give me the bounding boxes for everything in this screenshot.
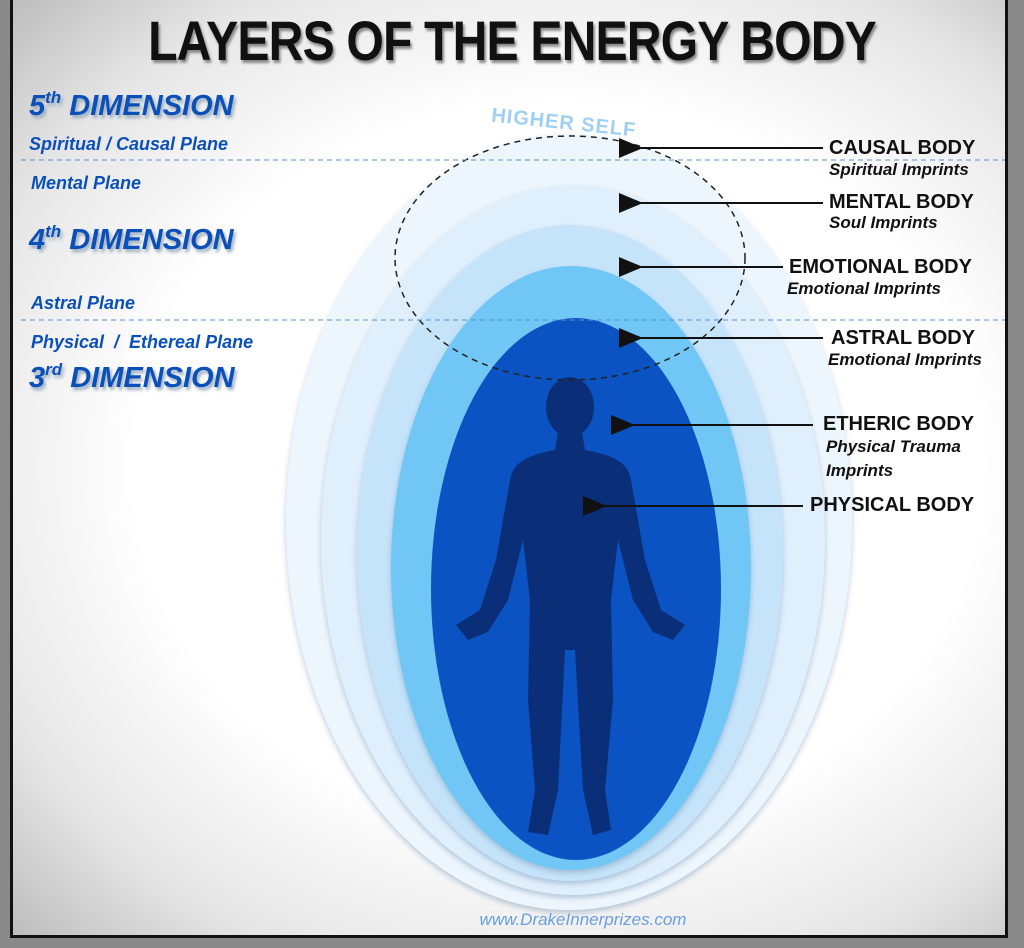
dimension-5: 5th DIMENSION — [29, 88, 234, 123]
dimension-3: 3rd DIMENSION — [29, 360, 235, 395]
website-url: www.DrakeInnerprizes.com — [479, 910, 687, 929]
etheric-body-sub2: Imprints — [826, 461, 894, 480]
mental-body-sub: Soul Imprints — [829, 213, 938, 232]
page-title: LAYERS OF THE ENERGY BODY — [148, 9, 877, 72]
mental-body-label: MENTAL BODY — [829, 191, 974, 213]
dimension-4-suffix: th — [45, 222, 62, 241]
dimension-5-number: 5 — [29, 90, 46, 122]
causal-body-label: CAUSAL BODY — [829, 137, 976, 159]
plane-mental: Mental Plane — [31, 173, 142, 193]
pointer-arrows — [583, 138, 823, 516]
emotional-body-sub: Emotional Imprints — [787, 279, 941, 298]
dimension-5-suffix: th — [45, 88, 62, 107]
dimension-3-word: DIMENSION — [70, 362, 235, 394]
dimension-4-word: DIMENSION — [69, 224, 234, 256]
plane-physical-ethereal: Physical / Ethereal Plane — [31, 332, 254, 352]
astral-body-sub: Emotional Imprints — [828, 350, 982, 369]
higher-self-circle — [394, 135, 746, 381]
human-silhouette — [456, 377, 685, 835]
diagram-canvas: LAYERS OF THE ENERGY BODY 5th DIMENSION … — [10, 0, 1008, 938]
dimension-3-number: 3 — [29, 362, 46, 394]
plane-spiritual-causal: Spiritual / Causal Plane — [29, 134, 229, 154]
dimension-5-word: DIMENSION — [69, 90, 234, 122]
dimension-4-number: 4 — [29, 224, 46, 256]
energy-body-illustration — [21, 134, 1005, 910]
physical-body-label: PHYSICAL BODY — [810, 494, 975, 516]
etheric-body-label: ETHERIC BODY — [823, 413, 975, 435]
dimension-4: 4th DIMENSION — [29, 222, 234, 257]
plane-astral: Astral Plane — [31, 293, 136, 313]
emotional-body-label: EMOTIONAL BODY — [789, 256, 972, 278]
astral-body-label: ASTRAL BODY — [831, 327, 976, 349]
dimension-3-suffix: rd — [45, 360, 63, 379]
etheric-body-sub: Physical Trauma — [826, 437, 961, 456]
causal-body-sub: Spiritual Imprints — [829, 160, 969, 179]
